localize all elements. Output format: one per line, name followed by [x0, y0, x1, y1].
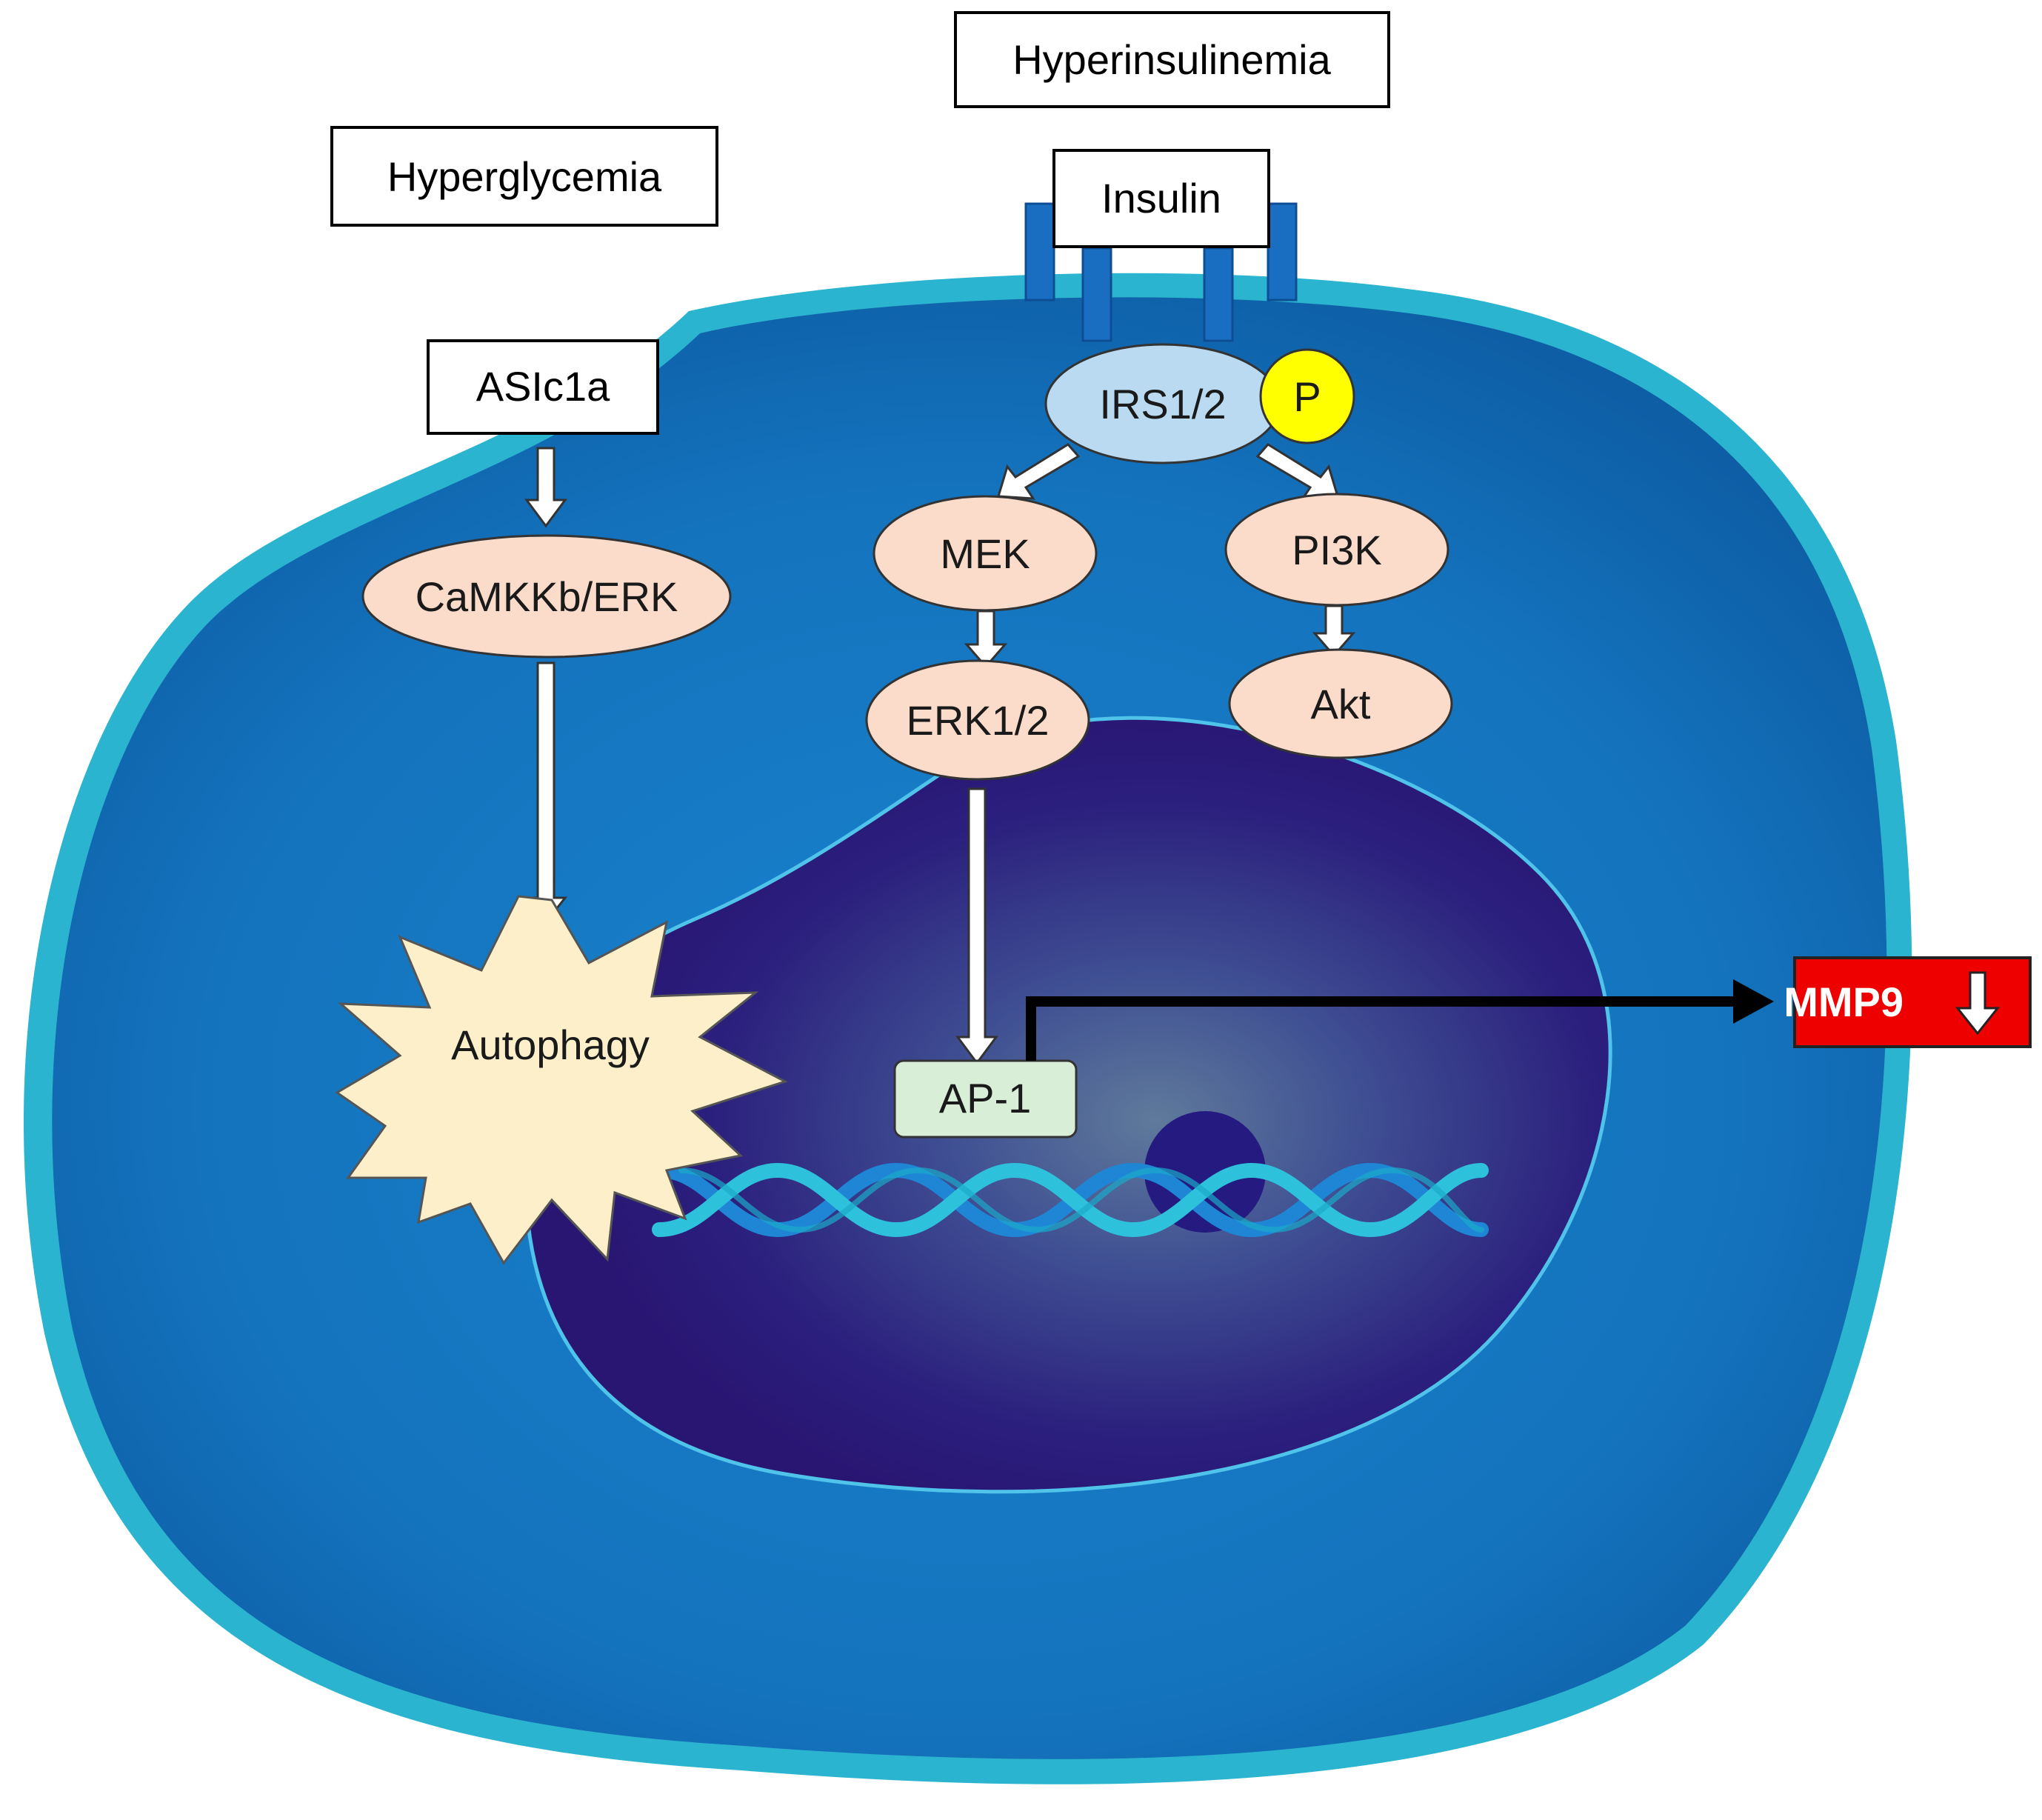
akt-label: Akt — [1311, 681, 1371, 727]
arrow-pi3k-to-akt — [1312, 604, 1356, 658]
asic1a-box — [427, 339, 659, 435]
insulin-receptor — [1024, 202, 1298, 342]
autophagy-burst — [335, 895, 788, 1265]
arrow-erk-to-ap1 — [955, 787, 998, 1065]
mmp9-box — [1793, 956, 2032, 1048]
camkkb-erk-node — [361, 534, 732, 659]
white-arrows — [524, 443, 1356, 1065]
insulin-label: Insulin — [1101, 175, 1221, 221]
erk-node — [865, 659, 1090, 781]
erk-label: ERK1/2 — [907, 697, 1050, 744]
arrow-ap1-to-mmp9-head — [1733, 979, 1774, 1024]
pi3k-node — [1224, 493, 1449, 607]
mek-label: MEK — [940, 530, 1030, 577]
arrow-ap1-to-mmp9 — [1026, 996, 1737, 1061]
arrow-mek-to-erk — [964, 610, 1008, 669]
camkkb-erk-label: CaMKKb/ERK — [416, 573, 678, 620]
akt-node — [1228, 648, 1453, 759]
down-arrow-icon — [1955, 971, 2001, 1036]
mmp9-label: MMP9 — [1784, 979, 1903, 1025]
autophagy-label: Autophagy — [451, 1021, 650, 1068]
pi3k-label: PI3K — [1292, 527, 1381, 573]
hyperglycemia-label: Hyperglycemia — [387, 153, 662, 200]
hyperglycemia-box — [330, 126, 718, 227]
mek-node — [872, 495, 1098, 612]
insulin-box — [1052, 149, 1270, 248]
irs-label: IRS1/2 — [1099, 381, 1226, 427]
nucleolus — [1144, 1111, 1266, 1233]
arrow-asic1a-to-camkkb — [524, 447, 567, 528]
hyperinsulinemia-box — [954, 11, 1390, 108]
ap1-label: AP-1 — [939, 1075, 1032, 1121]
ap1-box — [893, 1059, 1078, 1139]
dna-helix — [652, 1162, 1489, 1238]
phospho-badge — [1259, 348, 1355, 444]
asic1a-label: ASIc1a — [476, 363, 610, 410]
hyperinsulinemia-label: Hyperinsulinemia — [1012, 36, 1331, 83]
phospho-label: P — [1293, 373, 1321, 420]
